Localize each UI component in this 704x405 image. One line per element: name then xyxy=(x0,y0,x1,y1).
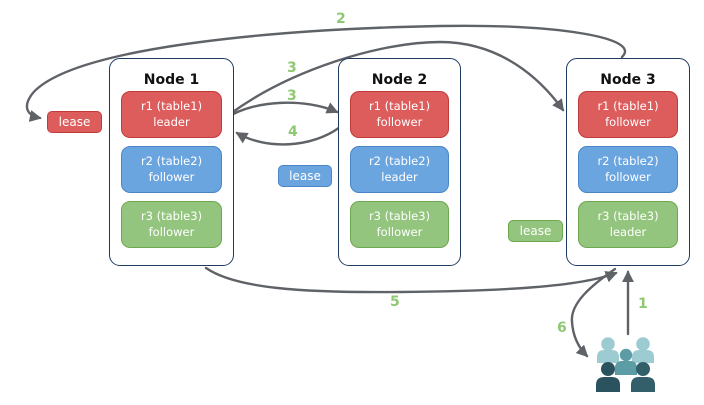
replica-node1-r2: r2 (table2) follower xyxy=(121,146,222,193)
node-1: Node 1 r1 (table1) leader r2 (table2) fo… xyxy=(109,58,234,266)
arrow-step-3-to-node2 xyxy=(226,101,339,119)
replica-node3-r3: r3 (table3) leader xyxy=(578,201,678,248)
replica-role: follower xyxy=(376,114,423,129)
replica-name: r3 (table3) xyxy=(368,209,431,224)
step-label-3a: 3 xyxy=(287,60,297,76)
replica-node1-r1: r1 (table1) leader xyxy=(121,91,222,138)
step-label-1: 1 xyxy=(638,296,648,312)
replica-role: follower xyxy=(605,114,651,129)
replica-role: follower xyxy=(148,224,195,239)
replica-name: r2 (table2) xyxy=(597,154,659,169)
replica-name: r1 (table1) xyxy=(140,99,203,114)
step-label-5: 5 xyxy=(390,294,400,310)
replica-role: leader xyxy=(153,114,190,129)
replica-role: leader xyxy=(609,224,647,239)
replica-node2-r1: r1 (table1) follower xyxy=(350,91,449,138)
replica-role: follower xyxy=(605,169,651,184)
replica-name: r3 (table3) xyxy=(597,209,659,224)
step-label-3b: 3 xyxy=(287,88,297,104)
arrow-step-6 xyxy=(570,267,617,358)
node-title: Node 1 xyxy=(143,72,200,88)
lease-badge-r3: lease xyxy=(508,220,563,242)
replica-node3-r1: r1 (table1) follower xyxy=(578,91,678,138)
replica-role: follower xyxy=(148,169,195,184)
step-label-4: 4 xyxy=(288,124,298,140)
node-title: Node 3 xyxy=(600,72,656,88)
replica-name: r1 (table1) xyxy=(368,99,431,114)
lease-badge-r2: lease xyxy=(278,165,332,187)
lease-badge-r1: lease xyxy=(47,111,102,133)
replica-role: follower xyxy=(376,224,423,239)
replica-node1-r3: r3 (table3) follower xyxy=(121,201,222,248)
step-label-2: 2 xyxy=(336,11,346,27)
users-icon xyxy=(596,337,655,392)
replica-name: r2 (table2) xyxy=(140,154,203,169)
replica-name: r2 (table2) xyxy=(368,154,431,169)
replica-role: leader xyxy=(381,169,418,184)
replica-node2-r2: r2 (table2) leader xyxy=(350,146,449,193)
replica-name: r3 (table3) xyxy=(140,209,203,224)
node-2: Node 2 r1 (table1) follower r2 (table2) … xyxy=(338,58,461,266)
replica-name: r1 (table1) xyxy=(597,99,659,114)
arrow-step-5 xyxy=(204,266,618,294)
replica-node3-r2: r2 (table2) follower xyxy=(578,146,678,193)
step-label-6: 6 xyxy=(557,320,567,336)
replica-node2-r3: r3 (table3) follower xyxy=(350,201,449,248)
node-title: Node 2 xyxy=(371,72,428,88)
node-3: Node 3 r1 (table1) follower r2 (table2) … xyxy=(566,58,690,266)
